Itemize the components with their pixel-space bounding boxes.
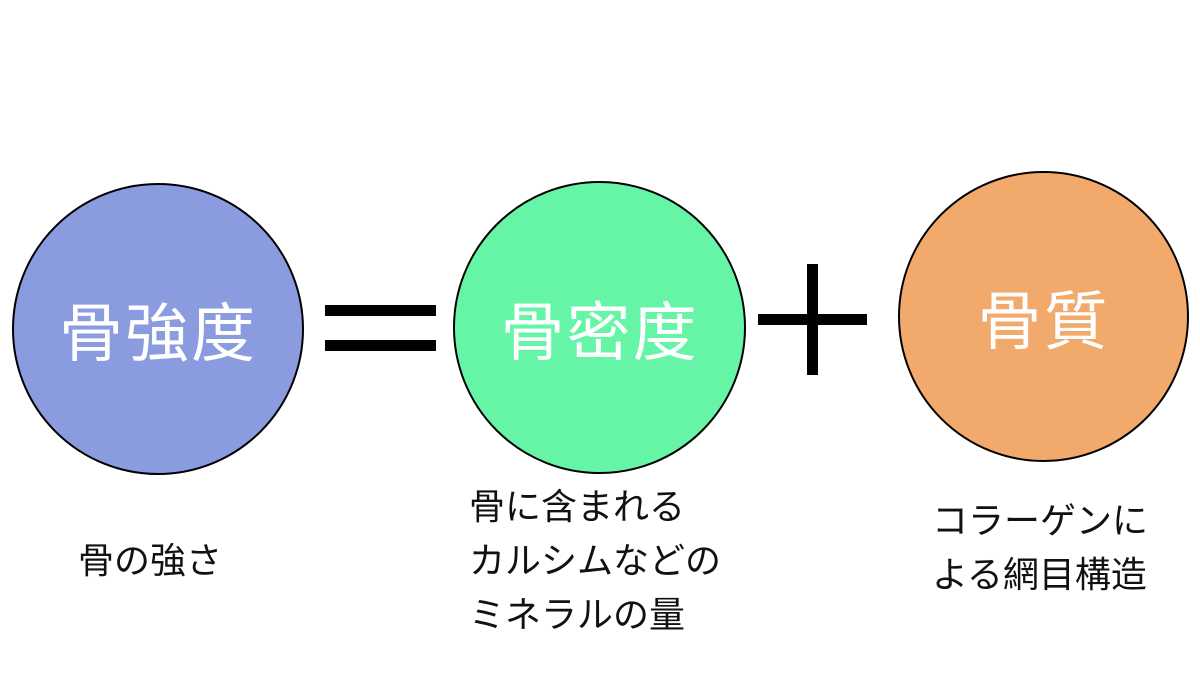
bone-strength-label: 骨強度 <box>59 298 257 372</box>
description-line: カルシムなどの <box>469 541 722 582</box>
bone-quality-circle: 骨質 <box>898 171 1189 462</box>
description-line: よる網目構造 <box>932 555 1147 596</box>
description-line: ミネラルの量 <box>469 595 686 636</box>
description-line: コラーゲンに <box>932 501 1149 542</box>
plus-bar-vertical <box>807 264 818 375</box>
equals-bar-bottom <box>325 340 436 351</box>
bone-quality-description: コラーゲンに よる網目構造 <box>932 495 1148 603</box>
bone-density-circle: 骨密度 <box>453 181 746 474</box>
bone-density-label: 骨密度 <box>500 296 699 371</box>
bone-density-description: 骨に含まれる カルシムなどの ミネラルの量 <box>469 481 721 643</box>
description-line: 骨に含まれる <box>469 487 686 528</box>
description-line: 骨の強さ <box>78 541 223 582</box>
bone-quality-label: 骨質 <box>977 285 1110 360</box>
bone-strength-description: 骨の強さ <box>78 535 222 589</box>
equals-bar-top <box>325 305 436 316</box>
bone-strength-circle: 骨強度 <box>12 183 304 475</box>
